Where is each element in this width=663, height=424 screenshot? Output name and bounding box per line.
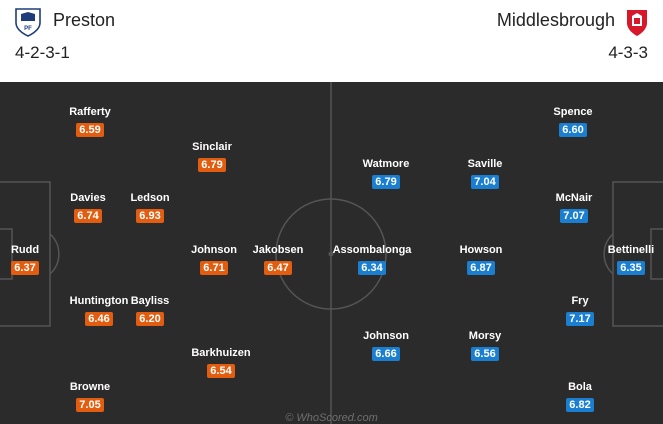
player-home-jakobsen[interactable]: Jakobsen 6.47 — [238, 244, 318, 276]
svg-text:PF: PF — [24, 26, 32, 32]
player-rating: 6.46 — [85, 312, 113, 326]
player-rating: 6.66 — [372, 347, 400, 361]
player-rating: 7.04 — [471, 175, 499, 189]
player-home-huntington[interactable]: Huntington 6.46 — [59, 295, 139, 327]
player-rating: 6.56 — [471, 347, 499, 361]
player-away-bola[interactable]: Bola 6.82 — [540, 381, 620, 413]
match-header: PF Preston 4-2-3-1 Middlesbrough 4-3-3 — [0, 0, 663, 82]
player-away-saville[interactable]: Saville 7.04 — [445, 158, 525, 190]
player-rating: 6.79 — [198, 158, 226, 172]
player-name: Howson — [459, 244, 503, 256]
away-formation: 4-3-3 — [608, 43, 648, 62]
player-home-barkhuizen[interactable]: Barkhuizen 6.54 — [181, 347, 261, 379]
player-name: Johnson — [191, 244, 237, 256]
player-name: Fry — [571, 295, 589, 307]
player-away-johnson[interactable]: Johnson 6.66 — [346, 330, 426, 362]
player-rating: 6.34 — [358, 261, 386, 275]
player-name: Rudd — [10, 244, 40, 256]
player-away-howson[interactable]: Howson 6.87 — [441, 244, 521, 276]
player-home-browne[interactable]: Browne 7.05 — [50, 381, 130, 413]
player-name: McNair — [555, 192, 593, 204]
player-rating: 6.35 — [617, 261, 645, 275]
player-name: Huntington — [69, 295, 129, 307]
player-rating: 6.93 — [136, 209, 164, 223]
player-home-bayliss[interactable]: Bayliss 6.20 — [110, 295, 190, 327]
player-name: Bayliss — [130, 295, 170, 307]
player-rating: 6.74 — [74, 209, 102, 223]
player-name: Bola — [568, 381, 592, 393]
player-home-rafferty[interactable]: Rafferty 6.59 — [50, 106, 130, 138]
player-rating: 7.05 — [76, 398, 104, 412]
pitch: Rafferty 6.59 Sinclair 6.79 Davies 6.74 … — [0, 82, 663, 424]
player-name: Barkhuizen — [191, 347, 251, 359]
player-away-watmore[interactable]: Watmore 6.79 — [346, 158, 426, 190]
player-name: Spence — [553, 106, 593, 118]
player-name: Rafferty — [69, 106, 111, 118]
player-name: Browne — [69, 381, 111, 393]
player-away-spence[interactable]: Spence 6.60 — [533, 106, 613, 138]
player-home-ledson[interactable]: Ledson 6.93 — [110, 192, 190, 224]
player-name: Jakobsen — [252, 244, 304, 256]
player-home-rudd[interactable]: Rudd 6.37 — [0, 244, 65, 276]
player-away-morsy[interactable]: Morsy 6.56 — [445, 330, 525, 362]
player-rating: 6.54 — [207, 364, 235, 378]
player-rating: 6.79 — [372, 175, 400, 189]
player-name: Bettinelli — [607, 244, 655, 256]
player-rating: 6.37 — [11, 261, 39, 275]
player-name: Ledson — [130, 192, 170, 204]
home-formation: 4-2-3-1 — [15, 43, 70, 62]
preston-crest-icon: PF — [15, 8, 41, 37]
player-away-fry[interactable]: Fry 7.17 — [540, 295, 620, 327]
player-rating: 6.71 — [200, 261, 228, 275]
player-rating: 6.59 — [76, 123, 104, 137]
watermark: © WhoScored.com — [285, 412, 378, 424]
player-home-davies[interactable]: Davies 6.74 — [48, 192, 128, 224]
player-home-johnson[interactable]: Johnson 6.71 — [174, 244, 254, 276]
player-home-sinclair[interactable]: Sinclair 6.79 — [172, 141, 252, 173]
player-rating: 6.87 — [467, 261, 495, 275]
pitch-markings — [0, 82, 663, 424]
player-name: Saville — [467, 158, 503, 170]
player-name: Watmore — [362, 158, 410, 170]
home-team-name: Preston — [53, 10, 116, 30]
player-rating: 7.07 — [560, 209, 588, 223]
player-away-mcnair[interactable]: McNair 7.07 — [534, 192, 614, 224]
player-name: Sinclair — [192, 141, 232, 153]
player-rating: 7.17 — [566, 312, 594, 326]
player-rating: 6.60 — [559, 123, 587, 137]
player-away-bettinelli[interactable]: Bettinelli 6.35 — [591, 244, 663, 276]
player-name: Johnson — [363, 330, 409, 342]
player-name: Morsy — [468, 330, 502, 342]
player-away-assombalonga[interactable]: Assombalonga 6.34 — [332, 244, 412, 276]
player-rating: 6.82 — [566, 398, 594, 412]
player-name: Assombalonga — [332, 244, 412, 256]
middlesbrough-crest-icon — [627, 10, 647, 36]
player-name: Davies — [70, 192, 106, 204]
player-rating: 6.47 — [264, 261, 292, 275]
away-team-name: Middlesbrough — [496, 10, 615, 30]
player-rating: 6.20 — [136, 312, 164, 326]
